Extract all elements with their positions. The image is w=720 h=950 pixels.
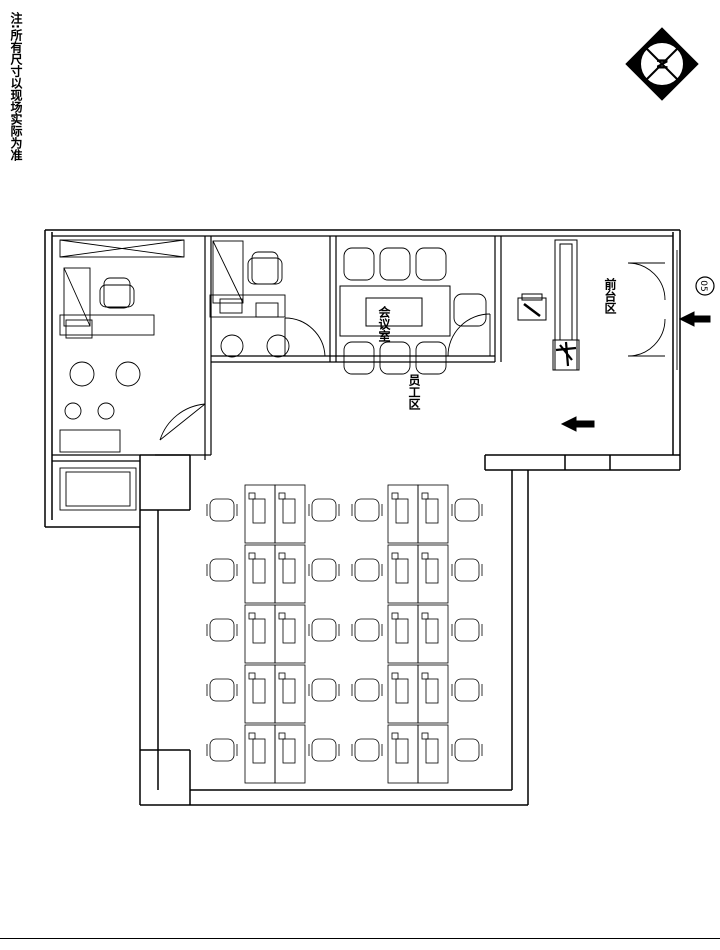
room-label-staff: 员工区 <box>407 374 421 410</box>
north-compass-icon <box>625 27 699 101</box>
office-chair-icon <box>454 558 480 582</box>
computer-desk-icon <box>274 664 306 724</box>
computer-desk-icon <box>274 484 306 544</box>
computer-desk-icon <box>244 544 276 604</box>
office-chair-icon <box>311 498 337 522</box>
office-1-furniture <box>59 239 185 511</box>
room-label-reception: 前台区 <box>603 278 617 314</box>
computer-desk-icon <box>244 484 276 544</box>
entry-arrow-icon <box>678 311 711 327</box>
section-marker <box>695 276 715 296</box>
office-chair-icon <box>354 618 380 642</box>
computer-desk-icon <box>274 544 306 604</box>
computer-desk-icon <box>417 544 449 604</box>
office-chair-icon <box>209 618 235 642</box>
office-chair-icon <box>454 678 480 702</box>
compass-label: N <box>653 58 669 70</box>
office-chair-icon <box>209 498 235 522</box>
direction-arrow-icon <box>560 416 595 432</box>
computer-desk-icon <box>417 604 449 664</box>
computer-desk-icon <box>417 664 449 724</box>
office-chair-icon <box>209 738 235 762</box>
computer-desk-icon <box>387 604 419 664</box>
meeting-chairs <box>343 247 487 375</box>
computer-desk-icon <box>387 544 419 604</box>
office-chair-icon <box>454 618 480 642</box>
computer-desk-icon <box>387 484 419 544</box>
computer-desk-icon <box>274 604 306 664</box>
computer-desk-icon <box>387 664 419 724</box>
meeting-table <box>339 285 451 337</box>
office-chair-icon <box>209 558 235 582</box>
outer-walls <box>44 229 681 806</box>
office-2-furniture <box>209 240 290 358</box>
office-chair-icon <box>209 678 235 702</box>
computer-desk-icon <box>387 724 419 784</box>
computer-desk-icon <box>417 724 449 784</box>
room-label-meeting: 会议室 <box>377 306 391 342</box>
office-chair-icon <box>311 678 337 702</box>
office-chair-icon <box>354 558 380 582</box>
computer-desk-icon <box>244 664 276 724</box>
office-chair-icon <box>454 738 480 762</box>
office-chair-icon <box>454 498 480 522</box>
office-chair-icon <box>311 738 337 762</box>
partitions <box>52 235 673 462</box>
office-chair-icon <box>354 678 380 702</box>
workstation-area <box>206 484 483 784</box>
drawing-bottom-border <box>0 938 720 950</box>
computer-desk-icon <box>244 724 276 784</box>
office-chair-icon <box>354 738 380 762</box>
reception-counter <box>552 239 580 371</box>
drawing-note: 注:所有尺寸以现场实际为准 <box>9 12 23 161</box>
section-marker-label: 05 <box>698 280 708 291</box>
office-chair-icon <box>354 498 380 522</box>
office-chair-icon <box>311 558 337 582</box>
doors <box>159 250 678 441</box>
computer-desk-icon <box>417 484 449 544</box>
computer-desk-icon <box>244 604 276 664</box>
office-chair-icon <box>311 618 337 642</box>
sofa-chair-icon <box>517 293 547 321</box>
computer-desk-icon <box>274 724 306 784</box>
